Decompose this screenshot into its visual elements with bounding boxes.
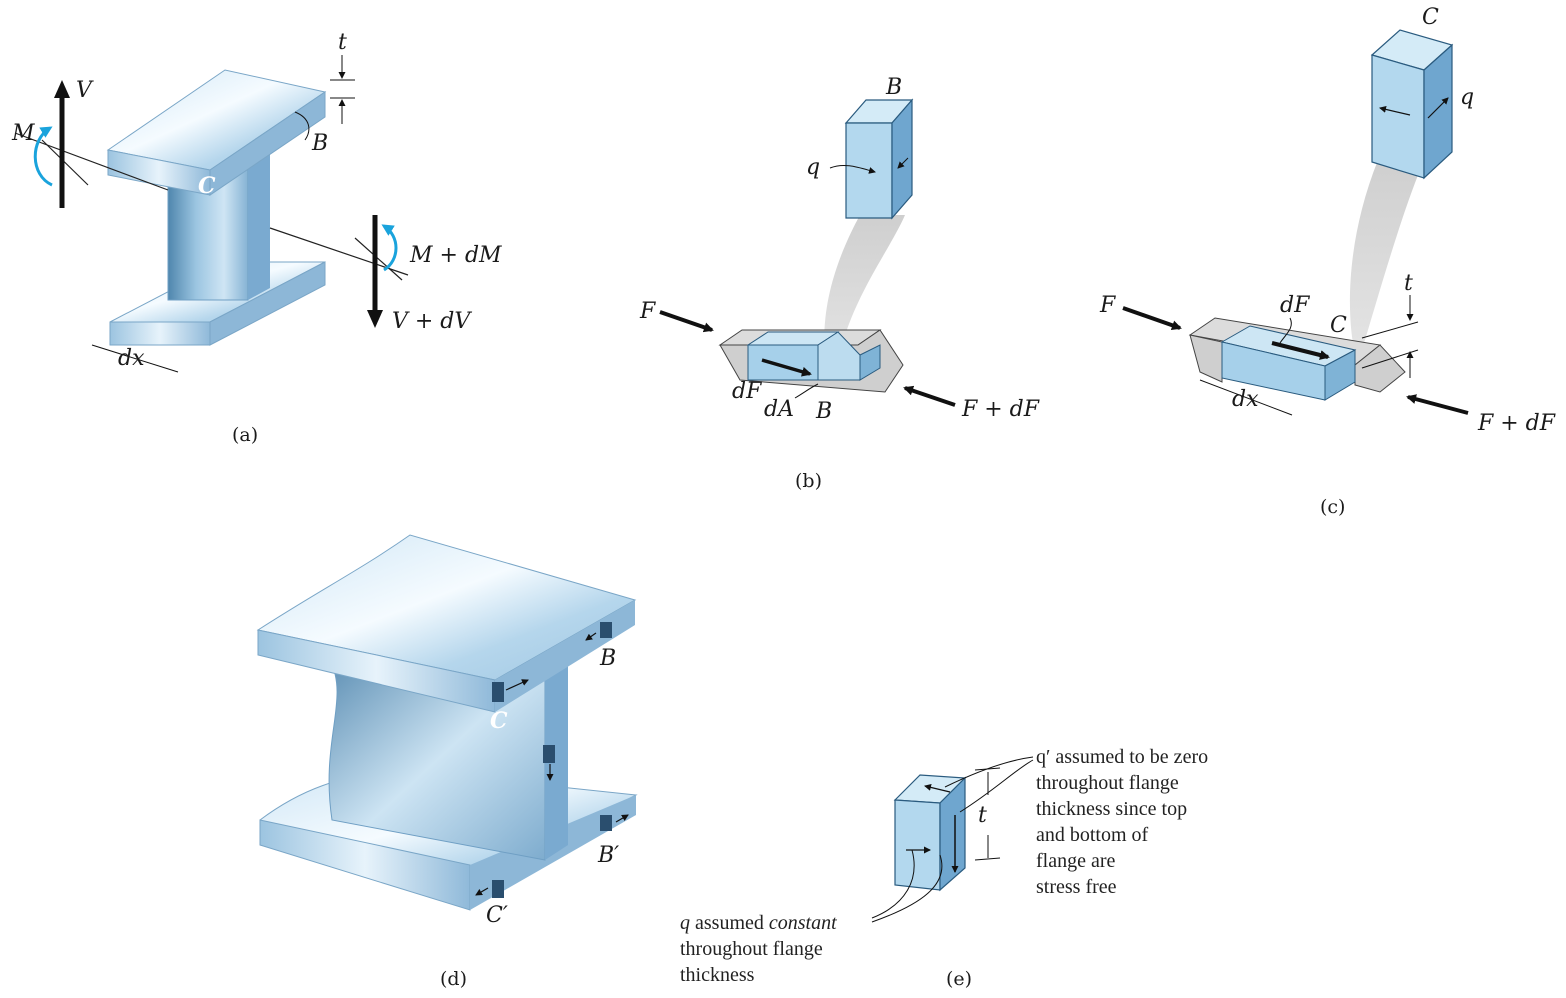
label-c-d: C (490, 708, 508, 734)
element-mark-web (543, 745, 555, 763)
note-q-prime: q′ assumed to be zero throughout flange … (1036, 746, 1208, 898)
label-b-bottom: B (815, 399, 832, 424)
element-mark-b (600, 622, 612, 638)
i-beam-large-d (256, 534, 638, 911)
label-t-e: t (978, 803, 987, 828)
label-t-c: t (1404, 271, 1413, 296)
label-b-a: B (311, 131, 328, 156)
force-f-df-arrow-b (903, 385, 956, 407)
caption-c: (c) (1320, 496, 1345, 518)
note-left-line-3: thickness (680, 964, 755, 986)
element-e (893, 774, 967, 892)
caption-b: (b) (795, 470, 822, 492)
label-v: V (76, 78, 94, 103)
label-m-dm: M + dM (409, 243, 502, 268)
caption-a: (a) (232, 424, 258, 446)
label-da-b: dA (764, 397, 794, 422)
label-f-c: F (1099, 293, 1116, 318)
label-f-b: F (639, 299, 656, 324)
label-df-c: dF (1280, 293, 1310, 318)
axis-cross-right (354, 237, 403, 281)
label-c-prime-d: C′ (486, 903, 508, 928)
panel-c: C q F dF C t dx F + dF (c) (1099, 5, 1556, 518)
element-mark-c (492, 682, 504, 702)
zoom-funnel-c (1349, 160, 1420, 350)
element-mark-c-prime (492, 880, 504, 898)
flange-slice-b (718, 329, 904, 393)
force-df-arrow-b (761, 358, 812, 377)
zoom-funnel-b (824, 215, 905, 362)
note-right-line-4: and bottom of (1036, 824, 1149, 846)
panel-e: t q′ assumed to be zero throughout flang… (680, 746, 1208, 990)
label-c-mid: C (1330, 313, 1347, 338)
note-right-line-1: q′ assumed to be zero (1036, 746, 1208, 768)
i-beam-segment-a (106, 69, 327, 346)
element-c (1370, 29, 1454, 180)
label-m: M (11, 121, 35, 146)
label-b-prime-d: B′ (597, 843, 619, 868)
caption-e: (e) (946, 968, 972, 990)
note-left-line-2: throughout flange (680, 938, 823, 960)
flange-slice-c (1188, 317, 1406, 401)
note-right-line-5: flange are (1036, 850, 1116, 872)
label-f-df-b: F + dF (961, 397, 1040, 422)
label-df-b: dF (732, 379, 762, 404)
panel-b: B q F F + dF dF dA B (b) (639, 75, 1040, 492)
axis-line-left (14, 132, 169, 191)
label-q-b: q (806, 155, 820, 180)
moment-m-arrow (33, 126, 53, 187)
force-df-arrow-c (1271, 341, 1330, 360)
note-right-line-3: thickness since top (1036, 798, 1187, 820)
moment-m-dm-arrow (381, 224, 398, 272)
label-dx-a: dx (118, 346, 145, 371)
force-f-arrow-c (1122, 306, 1182, 331)
force-f-df-arrow-c (1406, 394, 1469, 415)
label-q-c: q (1460, 85, 1474, 110)
label-c-top: C (1422, 5, 1439, 30)
note-right-line-6: stress free (1036, 876, 1117, 898)
force-f-arrow-b (659, 310, 714, 333)
note-q-constant: q assumed constant throughout flange thi… (680, 912, 837, 986)
axis-line-right (269, 227, 409, 276)
label-b-d: B (599, 646, 616, 671)
label-c-a: C (198, 173, 216, 199)
element-mark-b-prime (600, 815, 612, 831)
axis-cross-left (41, 139, 89, 186)
caption-d: (d) (440, 968, 467, 990)
label-v-dv: V + dV (392, 309, 472, 334)
label-f-df-c: F + dF (1477, 411, 1556, 436)
label-t-a: t (338, 30, 347, 55)
note-left-line-1: q assumed constant (680, 912, 837, 934)
note-right-line-2: throughout flange (1036, 772, 1179, 794)
label-b-top: B (885, 75, 902, 100)
panel-d: B C B′ C′ (d) (256, 534, 638, 990)
panel-a: V M V + dV M + dM t B C dx (a) (11, 30, 502, 446)
label-dx-c: dx (1232, 387, 1259, 412)
element-b (844, 98, 914, 220)
